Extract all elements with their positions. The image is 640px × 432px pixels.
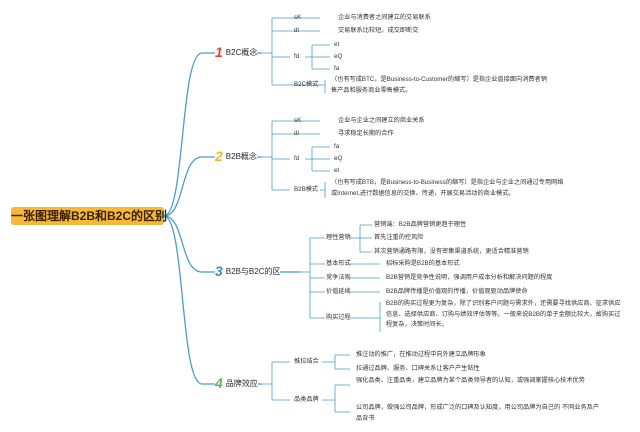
branch-b2b-title: B2B概念	[225, 152, 257, 161]
diff-compete-text: B2B营销是竞争性说明，强调用户成本分析和解决问题的程度	[386, 274, 553, 281]
connector-diff	[163, 215, 300, 273]
brand-strong-item: 强化品类、注重品类，建立品牌为某个品类领导者的认知，或强调掌握核心技术优势	[356, 377, 585, 384]
branch-diff-title: B2B与B2C的区	[225, 267, 281, 276]
brand-push-item: 推注动的推广，在推动过程中向外建立品牌形象	[356, 351, 486, 358]
branch-number-1: 1	[215, 44, 223, 60]
b2c-sk-text: 企业与消费者之间建立的交易联系	[338, 14, 431, 21]
connector-b2c	[163, 52, 262, 217]
diff-value-label: 价值延续	[326, 288, 351, 295]
connector-b2b	[163, 156, 262, 217]
branch-b2c-title: B2C概念	[225, 48, 258, 57]
b2c-model-label: B2C模式	[294, 81, 319, 88]
diff-purchase-label: 购买过程	[326, 314, 351, 321]
b2c-model-text: （也有写成BTC，是Business-to-Customer的缩写）是指企业直接…	[331, 76, 547, 94]
diff-marketing-item: 首先注重的控风险	[374, 234, 424, 241]
b2b-fd-item: eQ	[334, 155, 343, 162]
diff-marketing-item: 营销端：B2B品牌营销更趋于理性	[374, 221, 467, 228]
brand-push-label: 推拉结合	[294, 358, 319, 365]
b2b-fd-item: et	[334, 167, 340, 174]
b2b-fd-item: fa	[334, 143, 340, 150]
b2c-sk-label: sK	[294, 14, 302, 21]
root-title: 一张图理解B2B和B2C的区别	[11, 207, 168, 225]
diff-purchase-text: B2B的购买过程更为复杂，除了识别客户问题与需求外，还需要寻找供应商、征求供应信…	[386, 300, 621, 328]
brand-strong-item: 公司品牌，做强公司品牌，形成广泛的口碑及认知度，用公司品牌为自己的 不同业务及产…	[356, 404, 600, 422]
connector-brand	[163, 215, 262, 385]
b2c-dl-text: 交易联系比较短，成交即断交	[338, 27, 419, 34]
b2b-fd-label: fd	[294, 155, 300, 162]
branch-number-2: 2	[215, 148, 223, 164]
diff-compete-label: 竞争法则	[326, 274, 351, 281]
b2b-model-label: B2B模式	[294, 186, 319, 193]
b2b-dl-text: 寻求稳定长期的合作	[338, 130, 394, 137]
diff-basic-label: 基本形式	[326, 260, 351, 267]
b2c-dl-label: dl	[294, 27, 299, 34]
b2b-sk-label: sK	[294, 117, 302, 124]
b2b-model-text: （也有写成BTB，是Business-to-Business的缩写）是指企业与企…	[331, 179, 564, 197]
brand-push-item: 拉通过品牌、服务、口碑关系让客户产生粘性	[356, 365, 480, 372]
b2c-fd-item: fa	[334, 65, 340, 72]
b2c-fd-label: fd	[294, 53, 300, 60]
b2b-dl-label: dl	[294, 130, 299, 137]
branch-number-3: 3	[215, 263, 223, 279]
b2c-fd-item: et	[334, 41, 340, 48]
b2b-sk-text: 企业与企业之间建立的商业关系	[338, 117, 425, 124]
diff-marketing-item: 其次营销通路有限，没有密集渠道系统，更适合精准营销	[374, 248, 529, 255]
diff-basic-text: 招标采购是B2B的基本形式	[386, 260, 460, 267]
b2c-fd-item: eQ	[334, 53, 343, 60]
diff-marketing-label: 理性营销	[326, 234, 351, 241]
branch-brand-title: 品牌效应	[225, 379, 258, 388]
branch-number-4: 4	[215, 375, 223, 391]
brand-strong-label: 品类品牌	[294, 396, 319, 403]
diff-value-text: B2B品牌传播是价值观的传播，价值观驱动品牌使命	[386, 288, 528, 295]
